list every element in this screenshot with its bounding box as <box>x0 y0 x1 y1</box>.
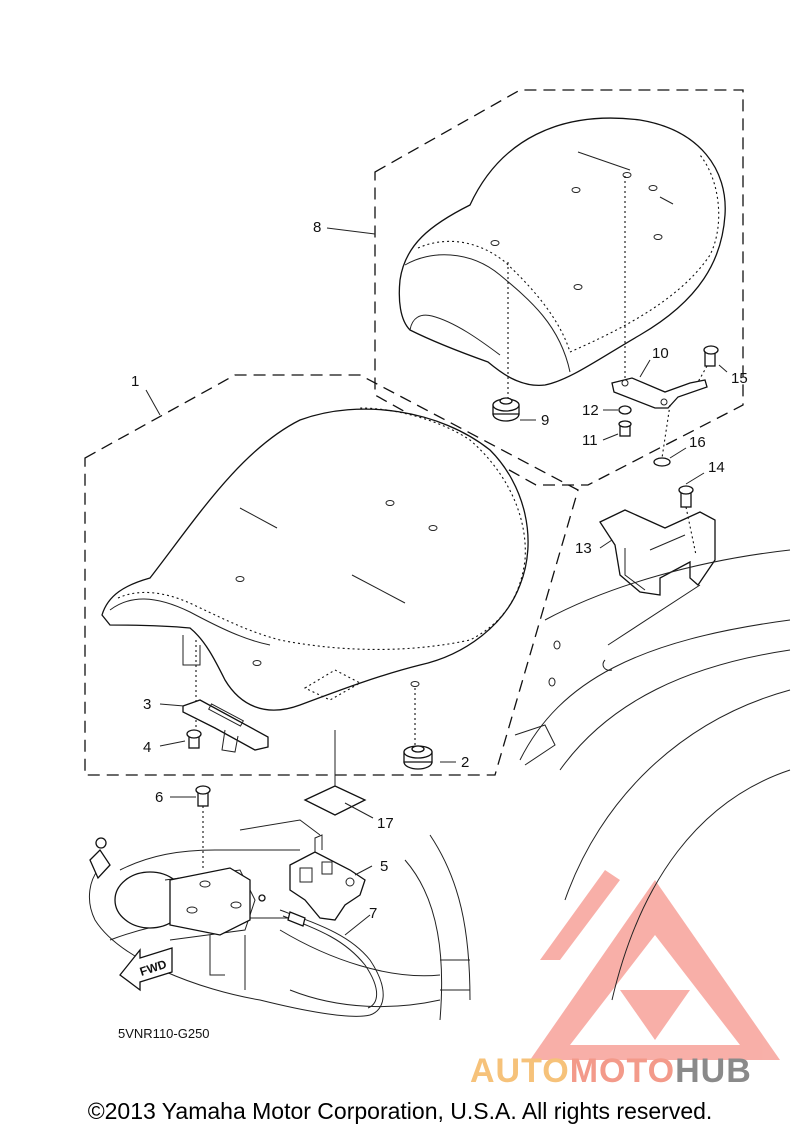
rear-seat <box>398 117 726 386</box>
watermark-part-auto: AUTO <box>470 1052 570 1090</box>
callout-10: 10 <box>652 345 669 362</box>
callout-9: 9 <box>541 412 549 429</box>
callout-15: 15 <box>731 370 748 387</box>
bolt-part-14 <box>678 485 694 508</box>
bracket-part-13 <box>599 509 716 671</box>
callout-14: 14 <box>708 459 725 476</box>
callout-8: 8 <box>313 219 321 236</box>
bolt-part-15 <box>703 345 719 367</box>
main-frame-tube <box>109 819 441 1008</box>
copyright-notice: ©2013 Yamaha Motor Corporation, U.S.A. A… <box>87 1098 713 1124</box>
callout-3: 3 <box>143 696 151 713</box>
callout-2: 2 <box>461 754 469 771</box>
bolt-part-6 <box>195 785 211 807</box>
diagram-code: 5VNR110-G250 <box>118 1026 210 1041</box>
watermark-logo <box>530 870 780 1060</box>
leader-lines <box>145 227 728 936</box>
callout-6: 6 <box>155 789 163 806</box>
callout-7: 7 <box>369 905 377 922</box>
rear-seat-group-outline <box>374 89 744 486</box>
watermark-part-hub: HUB <box>675 1052 752 1090</box>
pin-end <box>258 894 266 902</box>
bolt-part-4 <box>186 729 202 749</box>
callout-1: 1 <box>131 373 139 390</box>
callout-16: 16 <box>689 434 706 451</box>
fwd-arrow-icon: FWD <box>119 947 173 992</box>
front-bracket-part-3 <box>182 699 269 753</box>
front-damper-part-2 <box>403 745 433 770</box>
rear-bracket-part-10 <box>611 377 708 409</box>
callout-11: 11 <box>582 432 598 449</box>
rear-damper-part-9 <box>492 397 520 422</box>
front-seat-group-outline <box>84 374 579 776</box>
callout-12: 12 <box>582 402 599 419</box>
watermark-part-moto: MOTO <box>569 1052 676 1090</box>
callout-5: 5 <box>380 858 388 875</box>
washer-part-16 <box>653 457 671 467</box>
callout-17: 17 <box>377 815 394 832</box>
callout-13: 13 <box>575 540 592 557</box>
bolt-part-11 <box>618 420 632 437</box>
washer-part-12 <box>618 405 632 415</box>
lock-assembly-part-5 <box>289 834 366 921</box>
callout-4: 4 <box>143 739 151 756</box>
label-part-17 <box>303 785 367 816</box>
seat-lock-cable-part-7 <box>88 837 384 1017</box>
front-seat <box>101 407 529 711</box>
frame-outline <box>404 549 791 1021</box>
watermark-wordmark: AUTOMOTOHUB <box>470 1052 752 1091</box>
